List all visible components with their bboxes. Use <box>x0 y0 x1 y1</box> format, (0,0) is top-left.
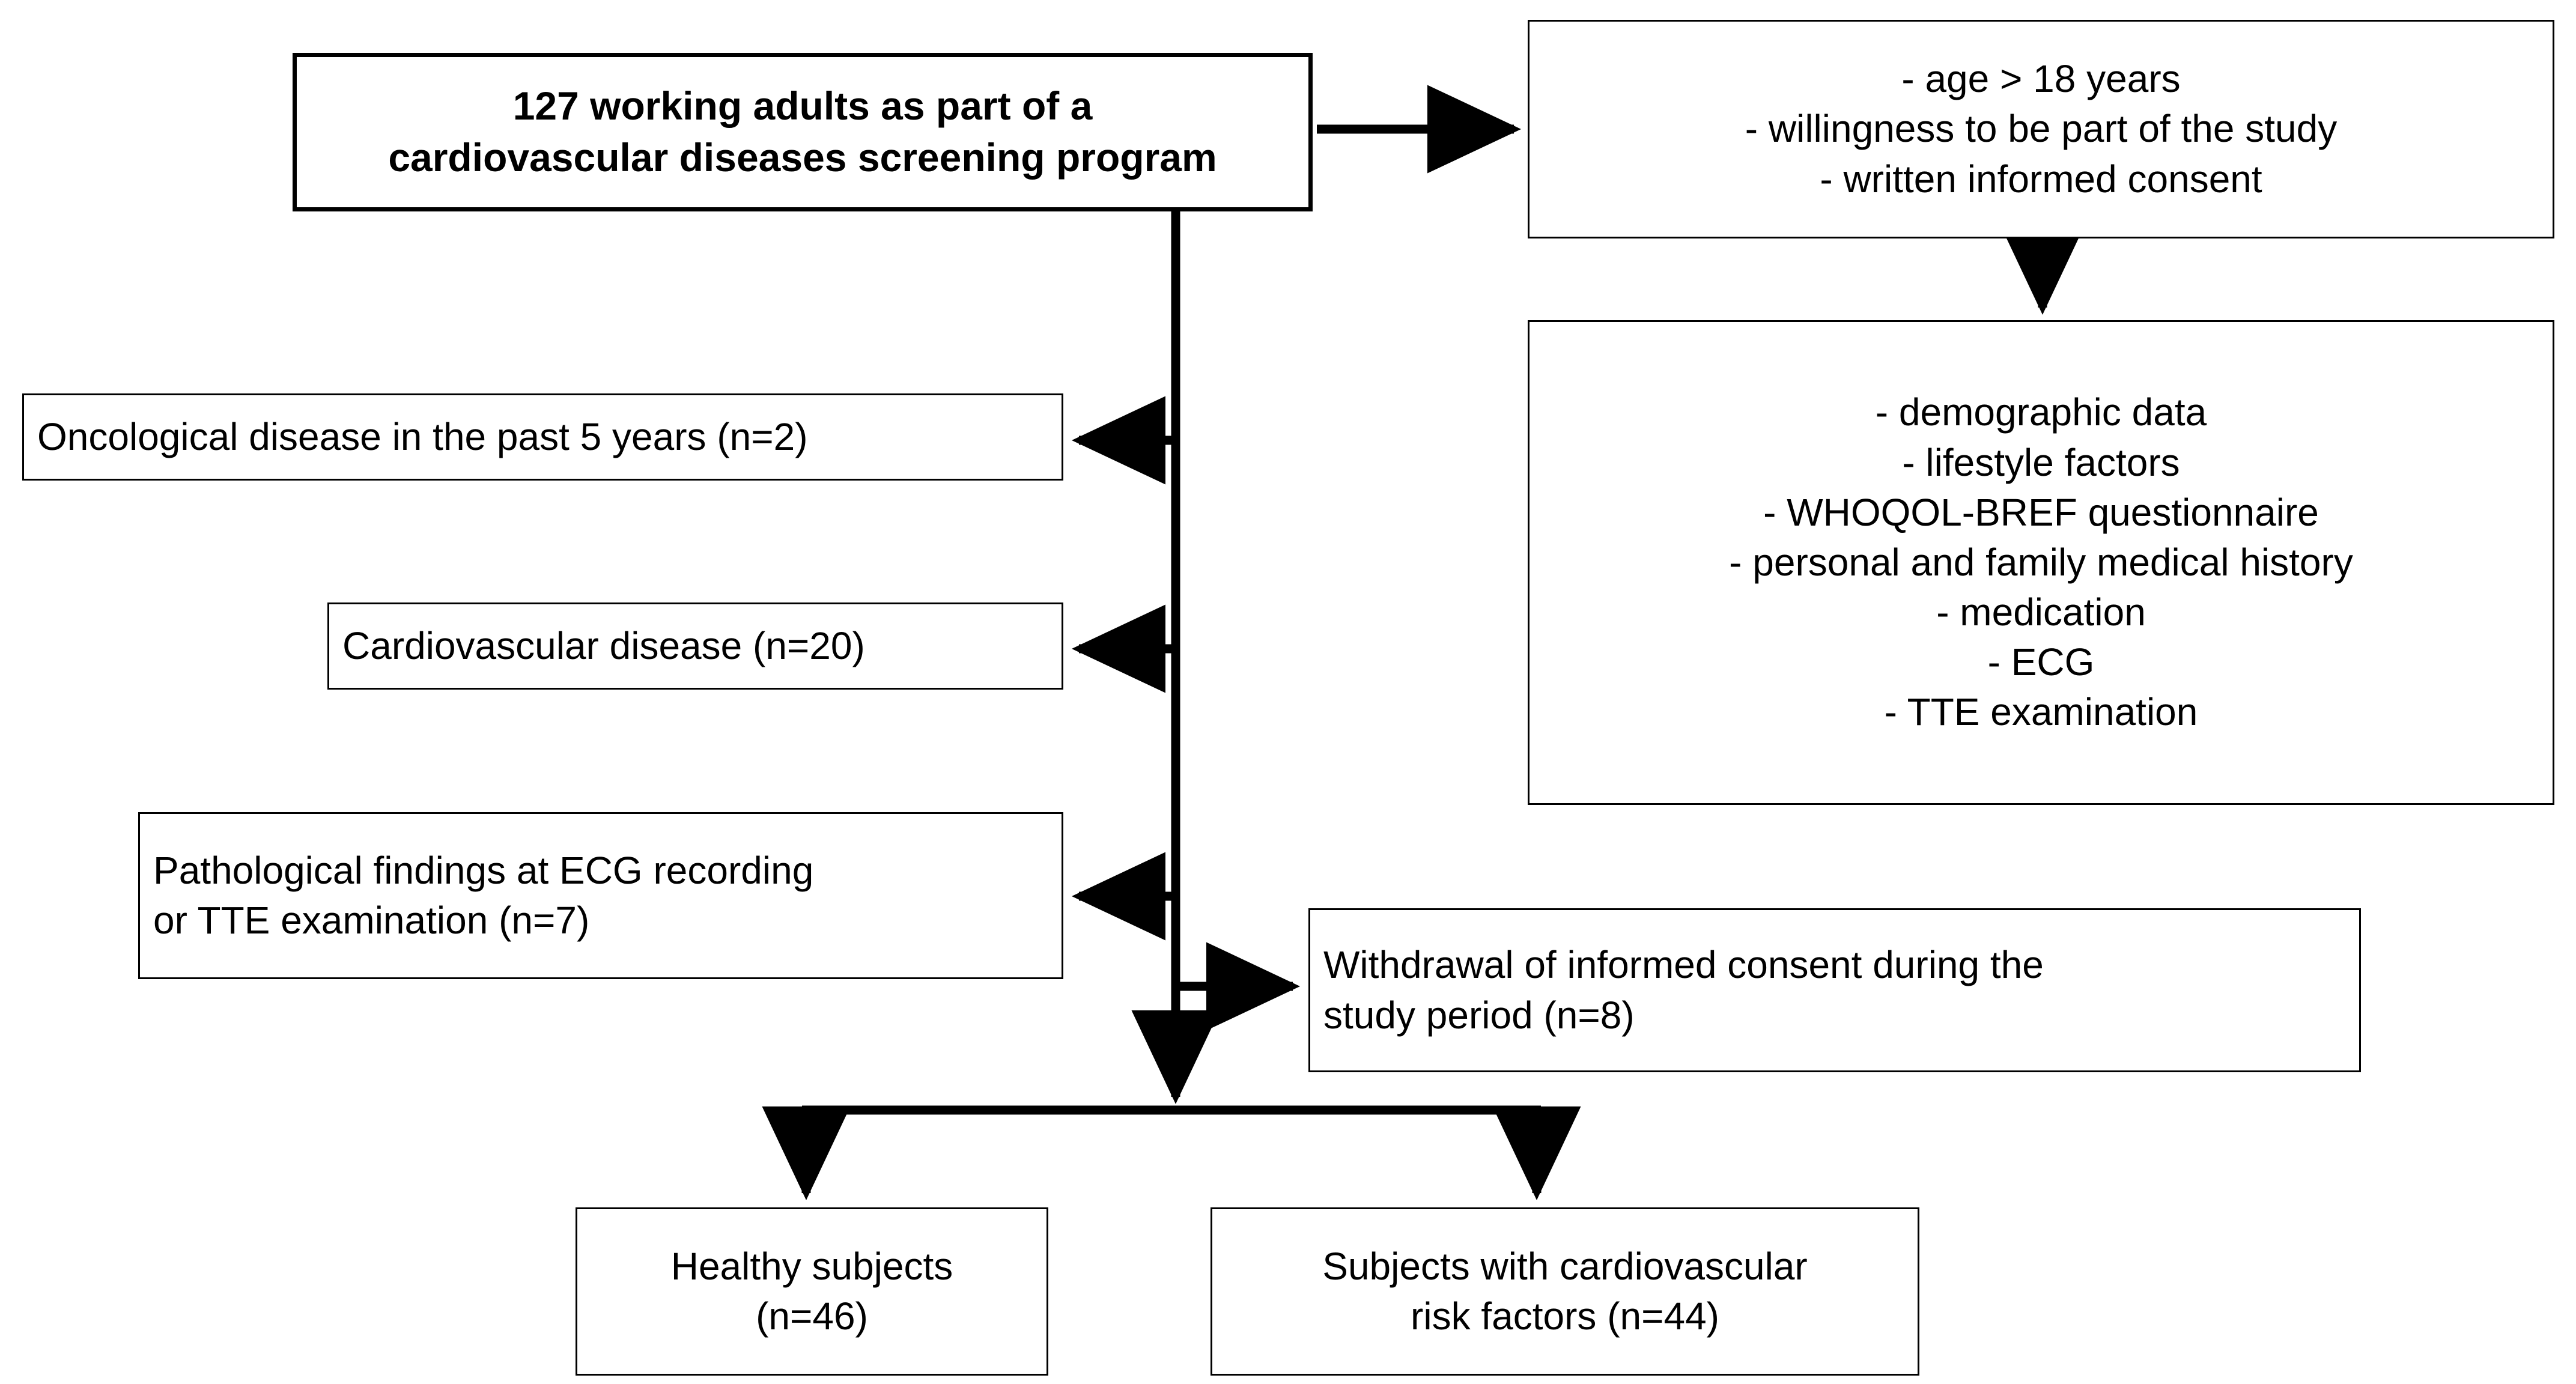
node-data-collection[interactable]: - demographic data - lifestyle factors -… <box>1528 320 2554 805</box>
node-out1-label: Healthy subjects (n=46) <box>670 1244 953 1338</box>
node-exclusion-withdrawal[interactable]: Withdrawal of informed consent during th… <box>1308 908 2361 1072</box>
node-exclusion-oncological[interactable]: Oncological disease in the past 5 years … <box>22 393 1063 481</box>
node-exclusion-cardiovascular[interactable]: Cardiovascular disease (n=20) <box>327 602 1063 690</box>
node-outcome-risk-factors[interactable]: Subjects with cardiovascular risk factor… <box>1211 1207 1919 1376</box>
node-outcome-healthy[interactable]: Healthy subjects (n=46) <box>576 1207 1048 1376</box>
node-inclusion-criteria[interactable]: - age > 18 years - willingness to be par… <box>1528 20 2554 238</box>
node-excl3-label: Pathological findings at ECG recording o… <box>153 848 814 942</box>
node-study-population-source[interactable]: 127 working adults as part of a cardiova… <box>293 53 1313 211</box>
node-criteria-label: - age > 18 years - willingness to be par… <box>1745 57 2338 201</box>
node-collect-label: - demographic data - lifestyle factors -… <box>1729 390 2353 734</box>
node-source-label: 127 working adults as part of a cardiova… <box>388 83 1217 180</box>
node-exclusion-pathological-findings[interactable]: Pathological findings at ECG recording o… <box>138 812 1063 979</box>
node-excl2-label: Cardiovascular disease (n=20) <box>342 624 865 667</box>
node-excl1-label: Oncological disease in the past 5 years … <box>37 414 808 458</box>
node-out2-label: Subjects with cardiovascular risk factor… <box>1322 1244 1808 1338</box>
node-excl4-label: Withdrawal of informed consent during th… <box>1323 943 2044 1037</box>
